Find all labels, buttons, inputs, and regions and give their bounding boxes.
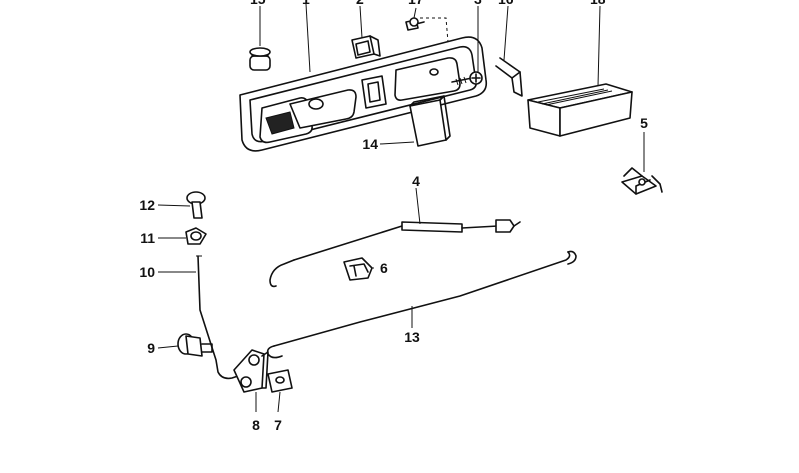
rod-clip: [185, 227, 207, 245]
callout-14: 14: [362, 136, 378, 152]
callout-12: 12: [139, 197, 155, 213]
bracket-clip: [621, 167, 663, 195]
callout-9: 9: [147, 340, 155, 356]
callout-11: 11: [140, 230, 155, 246]
callout-7: 7: [274, 417, 282, 433]
bowden-cable: [269, 219, 521, 288]
callout-10: 10: [139, 264, 155, 280]
lever-bracket: [233, 349, 269, 393]
callout-18: 18: [590, 0, 606, 7]
callout-5: 5: [640, 115, 648, 131]
callout-15: 15: [250, 0, 266, 7]
control-rod: [266, 250, 577, 359]
callout-13: 13: [404, 329, 420, 345]
storage-tray: [527, 83, 633, 137]
callout-16: 16: [498, 0, 514, 7]
lock-knob: [186, 191, 206, 219]
callout-6: 6: [380, 260, 388, 276]
callout-3: 3: [474, 0, 482, 7]
spring-clip: [495, 57, 523, 97]
callout-8: 8: [252, 417, 260, 433]
vertical-rod: [196, 255, 245, 380]
callout-labels: 15 1 2 17 3 16 18 5 14 4 6 12 11 10 9 13…: [139, 0, 648, 433]
cable-clip: [343, 257, 373, 281]
callout-1: 1: [302, 0, 310, 7]
callout-2: 2: [356, 0, 364, 7]
callout-17: 17: [408, 0, 424, 7]
leader-lines: [157, 3, 645, 413]
rod-bushing: [177, 333, 213, 357]
cover-cap: [409, 95, 451, 147]
push-pin-clip: [249, 47, 271, 71]
mounting-clip: [267, 369, 293, 393]
door-handle-bezel: [239, 36, 488, 152]
clip-nut: [351, 35, 381, 59]
callout-4: 4: [412, 173, 420, 189]
bezel-screw: [451, 71, 483, 86]
screw-with-guide: [405, 17, 449, 43]
